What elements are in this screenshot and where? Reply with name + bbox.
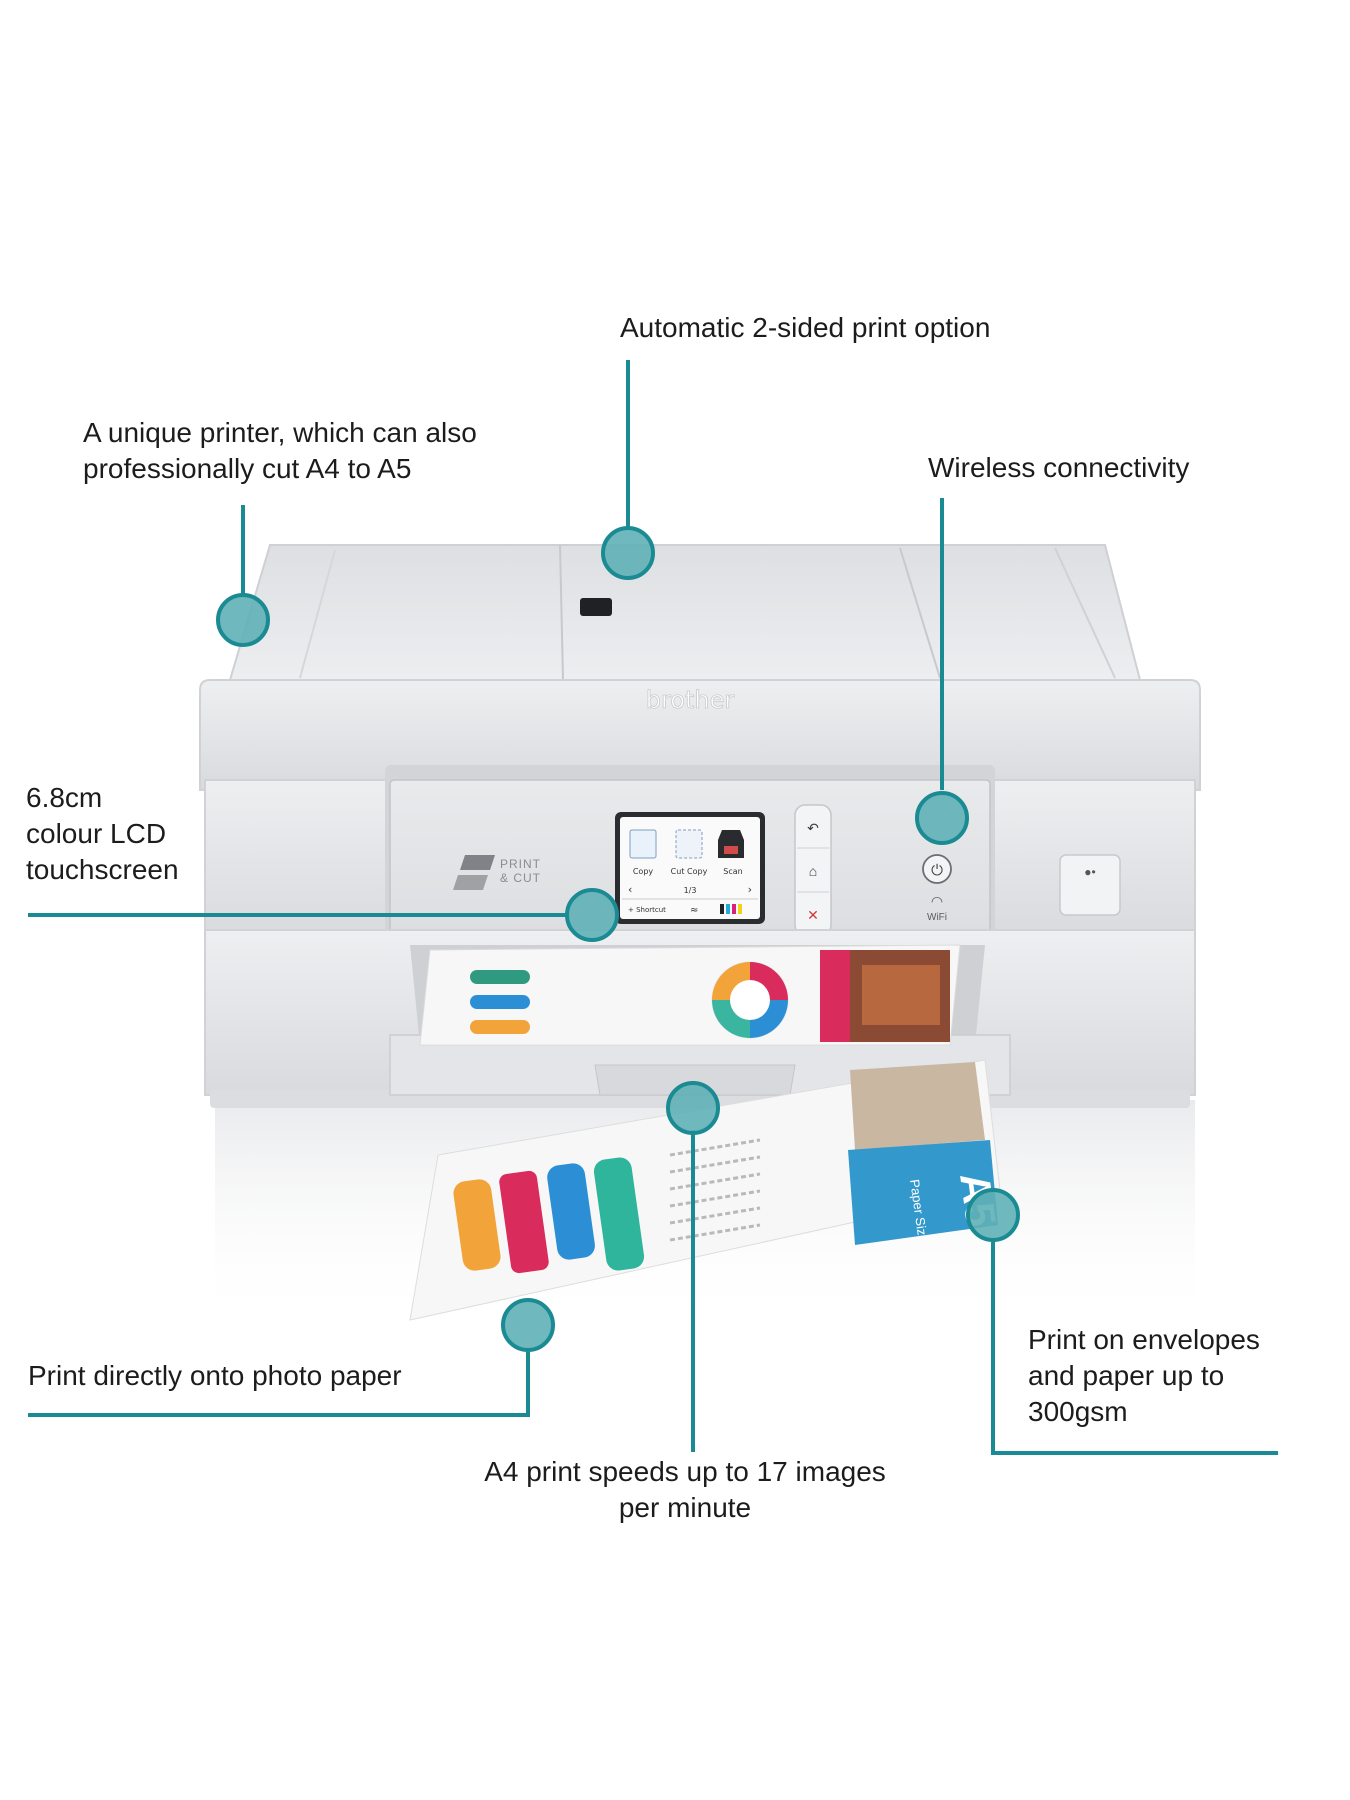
callout-duplex-line-1: Automatic 2-sided print option	[620, 312, 991, 343]
sheet-text-columns	[669, 1138, 761, 1242]
marker-wireless	[915, 791, 969, 845]
lcd-next-arrow[interactable]: ›	[748, 883, 752, 896]
sheet-infographic-bars	[453, 1157, 645, 1274]
sheet-size-panel	[848, 1140, 998, 1245]
marker-lcd	[565, 888, 619, 942]
callout-envelopes-line-2: and paper up to	[1028, 1360, 1225, 1391]
callout-speed-line-2: per minute	[618, 1492, 752, 1523]
marker-duplex	[601, 526, 655, 580]
callout-wireless-feature: Wireless connectivity	[928, 450, 1308, 486]
lcd-shortcut[interactable]: + Shortcut	[628, 906, 666, 914]
cut-copy-icon[interactable]	[675, 829, 703, 859]
callout-speed-line-1: A4 print speeds up to 17 images	[484, 1456, 886, 1487]
power-button[interactable]	[922, 854, 952, 884]
leader-envelopes	[991, 1240, 1278, 1455]
callout-cut-line-2: professionally cut A4 to A5	[83, 453, 412, 484]
callout-dots	[216, 526, 1020, 1352]
lcd-touchscreen[interactable]: Copy Cut Copy Scan ‹ 1/3 › + Shortcut ≈	[615, 812, 765, 924]
adf-seam	[559, 544, 564, 681]
lcd-tile-cut-copy[interactable]: Cut Copy	[671, 867, 708, 876]
callout-duplex-feature: Automatic 2-sided print option	[620, 310, 1090, 346]
leader-photo	[28, 1352, 530, 1417]
callout-speed-feature: A4 print speeds up to 17 images per minu…	[440, 1454, 930, 1526]
callout-lcd-feature: 6.8cm colour LCD touchscreen	[26, 780, 256, 888]
marker-envelopes	[966, 1188, 1020, 1242]
ink-drop-icon: ●•	[1084, 865, 1095, 879]
callout-markers	[28, 360, 1278, 1455]
callout-photo-feature: Print directly onto photo paper	[28, 1358, 548, 1394]
nav-button-column: ↶ ⌂ ✕	[794, 804, 832, 936]
lcd-wifi-icon: ≈	[690, 905, 698, 916]
callout-wireless-line-1: Wireless connectivity	[928, 452, 1190, 483]
output-page	[419, 944, 961, 1046]
callout-lcd-line-3: touchscreen	[26, 854, 179, 885]
callout-envelopes-line-1: Print on envelopes	[1028, 1324, 1260, 1355]
callout-cut-feature: A unique printer, which can also profess…	[83, 415, 543, 487]
adf-guide[interactable]	[580, 598, 612, 616]
lcd-ink-levels-icon	[720, 904, 742, 914]
marker-cut	[216, 593, 270, 647]
callout-photo-line-1: Print directly onto photo paper	[28, 1360, 402, 1391]
lcd-shortcut-label[interactable]: Shortcut	[636, 906, 666, 914]
back-button[interactable]: ↶	[807, 820, 819, 836]
lcd-tile-copy[interactable]: Copy	[633, 867, 654, 876]
a5-sheet: A5 Paper Size	[409, 1059, 1005, 1321]
callout-envelopes-line-3: 300gsm	[1028, 1396, 1128, 1427]
lcd-tile-scan[interactable]: Scan	[723, 867, 742, 876]
ink-cartridge-door[interactable]	[1059, 854, 1121, 916]
callout-cut-line-1: A unique printer, which can also	[83, 417, 477, 448]
wifi-label: WiFi	[927, 912, 947, 923]
badge-line-1: PRINT	[500, 857, 541, 871]
wifi-status-icon: ◠	[931, 893, 943, 909]
badge-line-2: & CUT	[500, 871, 541, 885]
lcd-page-indicator: 1/3	[684, 886, 697, 895]
marker-photo	[501, 1298, 555, 1352]
marker-speed	[666, 1081, 720, 1135]
sheet-photo	[850, 1062, 985, 1150]
lcd-prev-arrow[interactable]: ‹	[628, 883, 632, 896]
callout-lcd-line-2: colour LCD	[26, 818, 167, 849]
brand-logo: brother	[646, 686, 735, 714]
cancel-button[interactable]: ✕	[807, 907, 819, 923]
print-cut-badge: PRINT & CUT	[453, 855, 541, 890]
callout-envelopes-feature: Print on envelopes and paper up to 300gs…	[1028, 1322, 1328, 1430]
copy-icon[interactable]	[629, 829, 657, 859]
home-button[interactable]: ⌂	[809, 863, 817, 879]
power-icon: ⏻	[931, 862, 943, 879]
callout-lcd-line-1: 6.8cm	[26, 782, 103, 813]
